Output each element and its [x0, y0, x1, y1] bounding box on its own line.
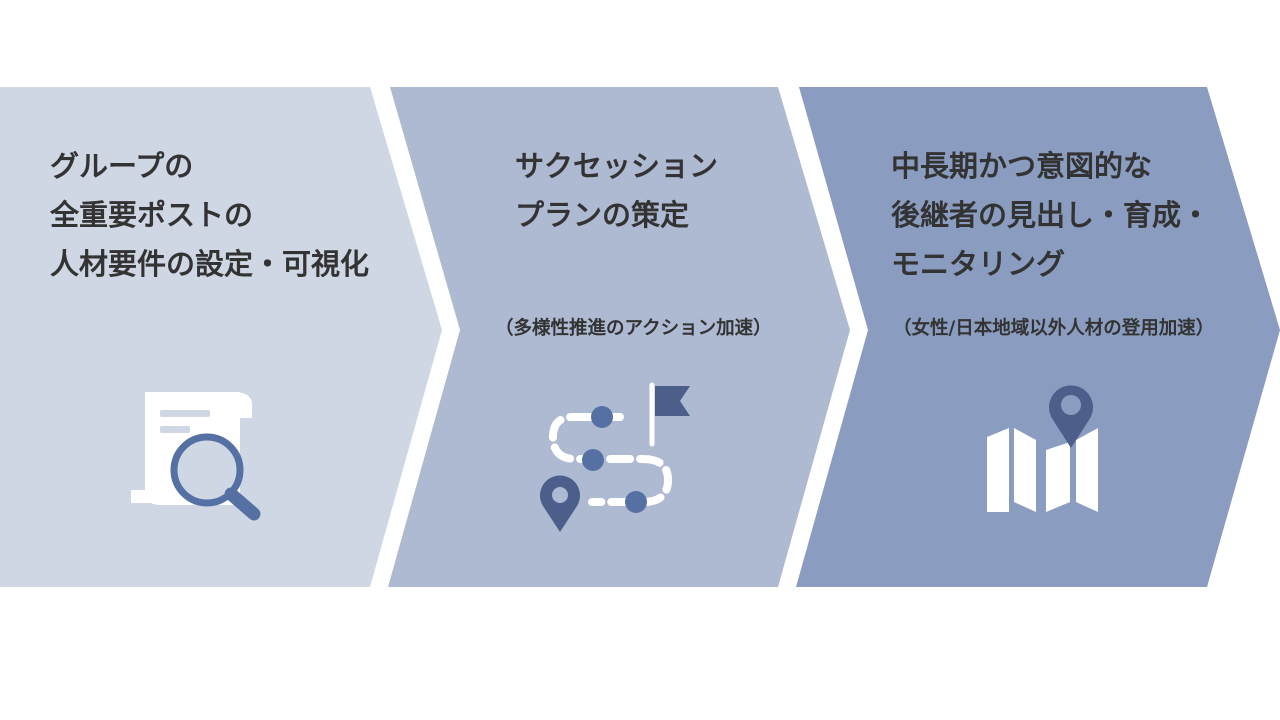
step-2-title: サクセッション プランの策定 — [515, 142, 718, 240]
step-1-title-line: 人材要件の設定・可視化 — [50, 247, 370, 281]
step-1-title-line: 全重要ポストの — [50, 198, 254, 232]
step-2-chevron — [388, 87, 850, 587]
step-1-title-line: グループの — [50, 149, 194, 183]
document-search-icon — [131, 392, 261, 521]
step-2-title-line: プランの策定 — [515, 198, 690, 232]
step-2-title-line: サクセッション — [515, 149, 719, 183]
step-1-title: グループの 全重要ポストの 人材要件の設定・可視化 — [50, 142, 369, 289]
step-3-subtitle: （女性/日本地域以外人材の登用加速） — [893, 318, 1215, 339]
step-3-title-line: 後継者の見出し・育成・ — [891, 198, 1211, 232]
map-pin-icon — [987, 385, 1098, 512]
step-3-title: 中長期かつ意図的な 後継者の見出し・育成・ モニタリング — [891, 142, 1210, 289]
step-2-subtitle: （多様性推進のアクション加速） — [495, 318, 772, 339]
step-1-chevron — [0, 87, 442, 587]
step-3-title-line: モニタリング — [891, 247, 1066, 281]
route-flag-icon — [540, 382, 690, 532]
step-3-chevron — [796, 87, 1280, 587]
step-3-title-line: 中長期かつ意図的な — [891, 149, 1153, 183]
